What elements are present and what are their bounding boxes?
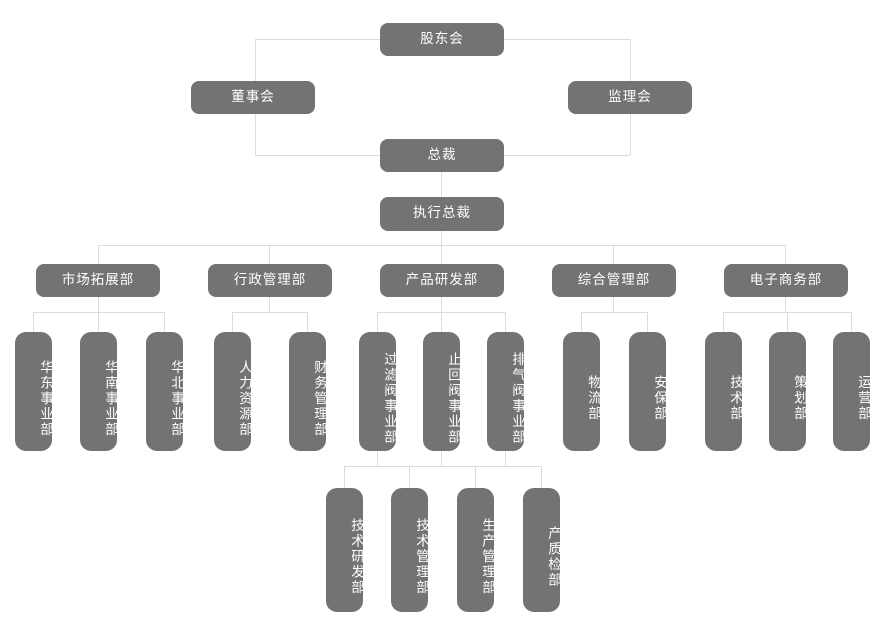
node-unit-south-china[interactable]: 华南事业部 bbox=[80, 332, 118, 451]
node-department-product-rd[interactable]: 产品研发部 bbox=[380, 264, 504, 297]
node-subunit-quality-inspection[interactable]: 产质检部 bbox=[523, 488, 561, 612]
node-unit-check-valve[interactable]: 止回阀事业部 bbox=[423, 332, 461, 451]
connector-g5-c1 bbox=[723, 312, 724, 332]
connector-g2-c1 bbox=[232, 312, 233, 332]
connector-g5-c2 bbox=[787, 312, 788, 332]
connector-drop-dept-1 bbox=[98, 245, 99, 265]
connector-g3-c3 bbox=[505, 312, 506, 332]
connector-shareholders-right bbox=[503, 39, 630, 40]
node-unit-human-resources[interactable]: 人力资源部 bbox=[214, 332, 252, 451]
node-shareholders-meeting[interactable]: 股东会 bbox=[380, 23, 504, 56]
node-executive-president[interactable]: 执行总裁 bbox=[380, 197, 504, 231]
node-unit-finance-management[interactable]: 财务管理部 bbox=[289, 332, 327, 451]
connector-sub-c2 bbox=[409, 466, 410, 488]
connector-sub-c1 bbox=[344, 466, 345, 488]
node-subunit-technology-rd[interactable]: 技术研发部 bbox=[326, 488, 364, 612]
connector-sub-stem-2 bbox=[441, 450, 442, 466]
node-board-of-directors[interactable]: 董事会 bbox=[191, 81, 315, 114]
connector-president-right bbox=[503, 155, 630, 156]
connector-g1-stem bbox=[98, 296, 99, 312]
node-president[interactable]: 总裁 bbox=[380, 139, 504, 172]
connector-g4-c2 bbox=[647, 312, 648, 332]
connector-g4-c1 bbox=[581, 312, 582, 332]
connector-g1-c2 bbox=[98, 312, 99, 332]
connector-drop-dept-3 bbox=[441, 245, 442, 265]
connector-drop-dept-5 bbox=[785, 245, 786, 265]
node-supervisory-board[interactable]: 监理会 bbox=[568, 81, 692, 114]
connector-g1-c1 bbox=[33, 312, 34, 332]
connector-drop-dept-4 bbox=[613, 245, 614, 265]
connector-sub-stem-3 bbox=[505, 450, 506, 466]
connector-sub-stem-1 bbox=[377, 450, 378, 466]
connector-shareholders-left bbox=[255, 39, 380, 40]
connector-g4-bar bbox=[581, 312, 647, 313]
connector-g3-c2 bbox=[441, 312, 442, 332]
connector-drop-dept-2 bbox=[269, 245, 270, 265]
connector-g2-bar bbox=[232, 312, 307, 313]
node-subunit-technology-management[interactable]: 技术管理部 bbox=[391, 488, 429, 612]
node-unit-north-china[interactable]: 华北事业部 bbox=[146, 332, 184, 451]
connector-g3-stem bbox=[441, 296, 442, 312]
node-unit-exhaust-valve[interactable]: 排气阀事业部 bbox=[487, 332, 525, 451]
node-department-ecommerce[interactable]: 电子商务部 bbox=[724, 264, 848, 297]
connector-g5-c3 bbox=[851, 312, 852, 332]
node-unit-filter-valve[interactable]: 过滤阀事业部 bbox=[359, 332, 397, 451]
connector-sub-c3 bbox=[475, 466, 476, 488]
connector-president-left bbox=[255, 155, 380, 156]
node-department-general-management[interactable]: 综合管理部 bbox=[552, 264, 676, 297]
connector-president-to-exec bbox=[441, 171, 442, 197]
node-department-market-development[interactable]: 市场拓展部 bbox=[36, 264, 160, 297]
node-unit-logistics[interactable]: 物流部 bbox=[563, 332, 601, 451]
node-unit-east-china[interactable]: 华东事业部 bbox=[15, 332, 53, 451]
connector-g3-c1 bbox=[377, 312, 378, 332]
node-unit-technology[interactable]: 技术部 bbox=[705, 332, 743, 451]
node-unit-planning[interactable]: 策划部 bbox=[769, 332, 807, 451]
connector-g1-c3 bbox=[164, 312, 165, 332]
connector-sub-c4 bbox=[541, 466, 542, 488]
connector-g2-c2 bbox=[307, 312, 308, 332]
connector-g2-stem bbox=[269, 296, 270, 312]
connector-g4-stem bbox=[613, 296, 614, 312]
connector-sub-bar bbox=[344, 466, 541, 467]
node-subunit-production-management[interactable]: 生产管理部 bbox=[457, 488, 495, 612]
node-department-administration[interactable]: 行政管理部 bbox=[208, 264, 332, 297]
connector-g5-stem bbox=[785, 296, 786, 312]
node-unit-operations[interactable]: 运营部 bbox=[833, 332, 871, 451]
connector-exec-to-bar bbox=[441, 231, 442, 245]
node-unit-security[interactable]: 安保部 bbox=[629, 332, 667, 451]
